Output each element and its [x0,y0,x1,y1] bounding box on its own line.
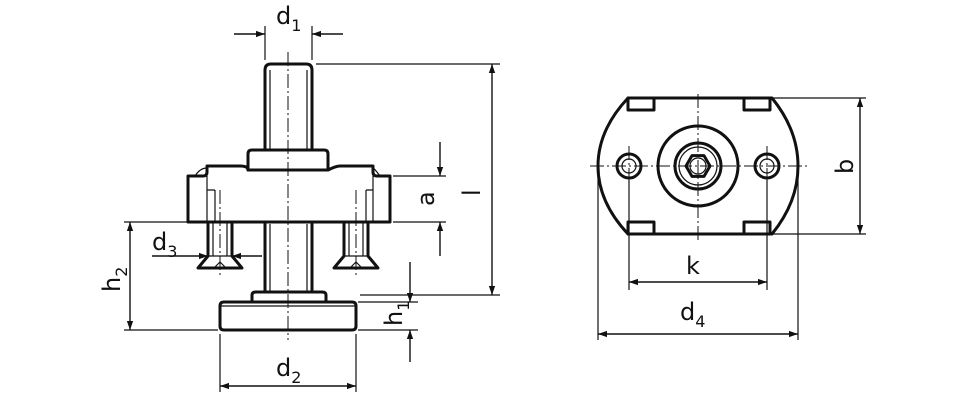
svg-text:d1: d1 [276,2,301,35]
notch-top-right [742,96,772,112]
label-l: l [458,189,486,196]
svg-text:d2: d2 [276,354,301,387]
svg-text:d3: d3 [152,228,177,261]
d4-subscript: 4 [695,312,705,331]
d1-letter: d [276,2,291,30]
dimension-l: l [316,63,500,296]
dimension-h1: h1 [358,262,418,362]
d3-letter: d [152,228,167,256]
d1-subscript: 1 [291,16,301,35]
svg-text:h2: h2 [98,267,131,292]
side-view: d1 l a d3 h2 [98,2,500,392]
d3-subscript: 3 [167,242,177,261]
label-k: k [686,252,700,280]
notch-bottom-left [626,220,656,236]
svg-text:d4: d4 [680,298,705,331]
body-step-lines [206,176,374,222]
d2-subscript: 2 [291,368,301,387]
dimension-d2: d2 [219,334,357,392]
label-b: b [831,159,859,174]
notch-bottom-right [742,220,772,236]
dimension-d1: d1 [234,2,343,60]
h2-subscript: 2 [112,267,131,277]
label-a: a [412,191,440,206]
dimension-h2: h2 [98,221,218,331]
svg-text:h1: h1 [380,301,413,326]
d2-letter: d [276,354,291,382]
dimension-a: a [393,142,446,256]
h1-subscript: 1 [394,301,413,311]
h1-letter: h [380,311,408,326]
dimension-b: b [772,97,866,235]
top-view: b k d4 [590,94,866,340]
h2-letter: h [98,277,126,292]
dimension-d3: d3 [152,228,262,261]
body-top-rounds [194,167,381,177]
dimension-k: k [628,180,768,290]
dimension-d4: d4 [597,170,799,340]
d4-letter: d [680,298,695,326]
notch-top-left [626,96,656,112]
clamp-body [186,164,392,224]
